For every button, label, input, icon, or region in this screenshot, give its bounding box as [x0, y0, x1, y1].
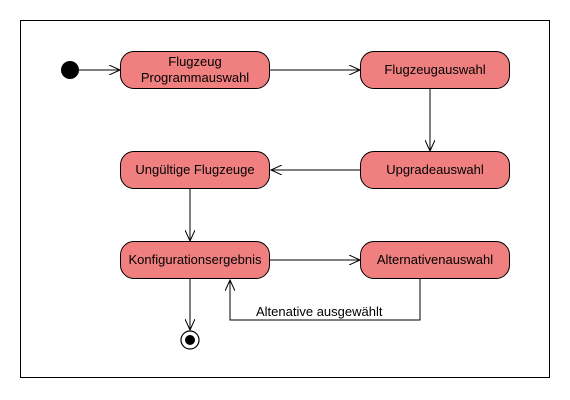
- state-flugzeug-programmauswahl[interactable]: Flugzeug Programmauswahl: [120, 51, 270, 89]
- transition-alternativen-to-konfiguration: [230, 279, 421, 321]
- state-label: Upgradeauswahl: [386, 162, 484, 177]
- state-flugzeugauswahl[interactable]: Flugzeugauswahl: [360, 51, 510, 89]
- diagram-frame: [20, 20, 550, 378]
- state-label: Konfigurationsergebnis: [128, 252, 262, 267]
- state-upgradeauswahl[interactable]: Upgradeauswahl: [360, 151, 510, 189]
- transition-label-alternative: Altenative ausgewählt: [256, 304, 383, 319]
- state-label: Flugzeug Programmauswahl: [140, 54, 250, 85]
- state-label: Alternativenauswahl: [376, 252, 494, 267]
- state-alternativenauswahl[interactable]: Alternativenauswahl: [360, 241, 510, 279]
- state-konfigurationsergebnis[interactable]: Konfigurationsergebnis: [120, 241, 270, 279]
- final-state-node: [180, 330, 200, 350]
- state-label: Flugzeugauswahl: [384, 62, 486, 77]
- state-ungueltige-flugzeuge[interactable]: Ungültige Flugzeuge: [120, 151, 270, 189]
- state-label: Ungültige Flugzeuge: [135, 162, 255, 177]
- initial-state-node: [61, 61, 79, 79]
